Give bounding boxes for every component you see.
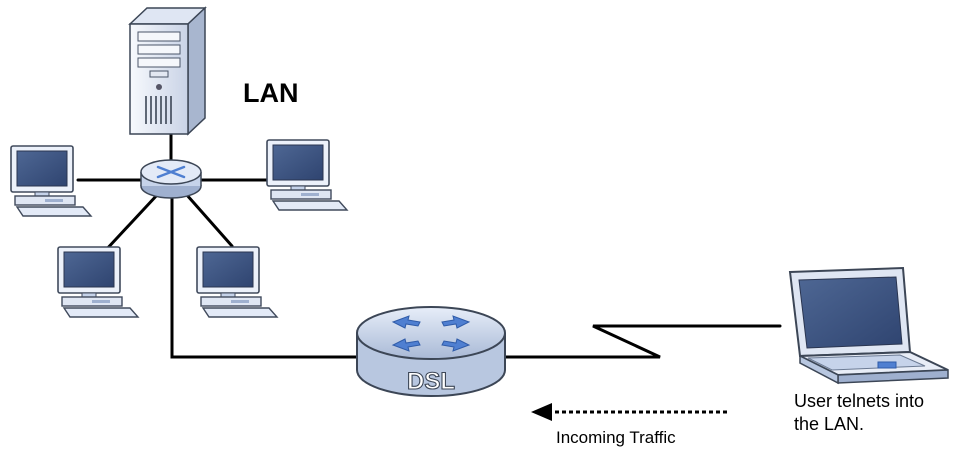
link-switch-lower-left-pc [102, 192, 160, 254]
incoming-traffic-label: Incoming Traffic [556, 428, 676, 447]
incoming-traffic-arrow [531, 403, 730, 421]
user-telnet-label: User telnets into the LAN. [794, 390, 924, 436]
workstation-icon-left [10, 145, 93, 217]
workstation-icon-right [266, 139, 349, 211]
link-switch-dsl [170, 194, 359, 359]
laptop-icon [788, 266, 949, 385]
switch-icon [140, 159, 202, 199]
dsl-label: DSL [407, 368, 455, 395]
connections [76, 122, 782, 359]
arrow-left-icon [531, 403, 552, 421]
server-icon [128, 6, 207, 136]
workstation-icon-lower-right [196, 246, 279, 318]
link-dsl-laptop [503, 324, 782, 359]
user-telnet-label-line2: the LAN. [794, 414, 865, 434]
user-telnet-label-line1: User telnets into [794, 391, 925, 411]
workstation-icon-lower-left [57, 246, 140, 318]
lan-label: LAN [243, 78, 299, 108]
link-switch-lower-right-pc [184, 192, 234, 248]
dsl-router-icon: DSL [356, 306, 506, 397]
